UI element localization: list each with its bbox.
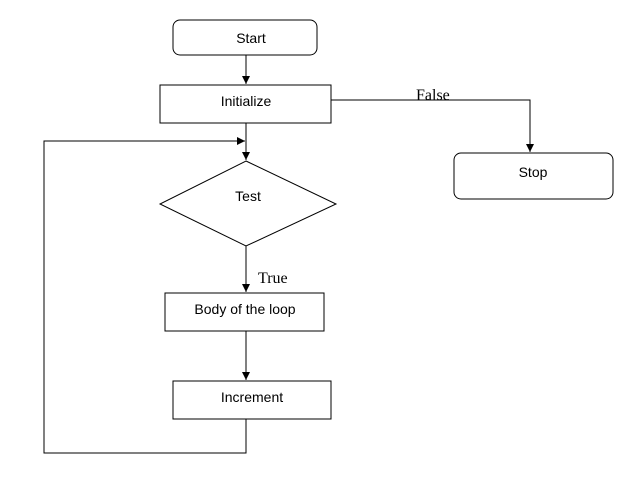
initialize-node: Initialize [159, 84, 332, 124]
start-label: Start [236, 30, 266, 46]
increment-shape [172, 380, 332, 420]
start-node: Start [172, 19, 318, 56]
increment-label: Increment [221, 389, 283, 405]
initialize-label: Initialize [221, 93, 272, 109]
body-shape [164, 292, 325, 332]
edge-loop-back [43, 137, 247, 454]
stop-label: Stop [519, 164, 548, 180]
test-label: Test [235, 188, 261, 204]
initialize-shape [159, 84, 332, 124]
false-edge-label: False [416, 87, 450, 104]
stop-node: Stop [453, 152, 614, 200]
increment-node: Increment [172, 380, 332, 420]
body-label: Body of the loop [194, 301, 295, 317]
true-edge-label: True [258, 270, 288, 287]
test-node: Test [158, 160, 338, 247]
body-node: Body of the loop [164, 292, 325, 332]
edge-initialize-to-stop [331, 99, 534, 152]
stop-shape [453, 152, 614, 200]
start-shape [172, 19, 318, 56]
